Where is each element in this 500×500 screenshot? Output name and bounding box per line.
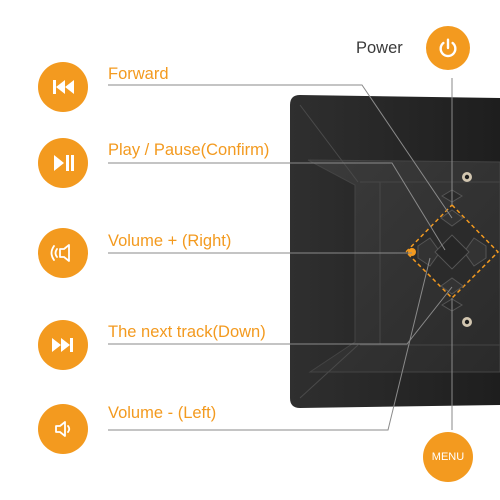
play-pause-label: Play / Pause(Confirm) [108,141,270,159]
menu-badge: MENU [423,432,473,482]
rewind-icon [38,62,88,112]
next-track-label: The next track(Down) [108,323,266,341]
forward-label: Forward [108,65,169,83]
speaker-loud-icon [38,228,88,278]
leader-dot-volume-up [408,248,416,256]
power-label: Power [356,39,403,57]
play-pause-icon [38,138,88,188]
leader-lines [108,78,453,431]
volume-up-label: Volume + (Right) [108,232,232,250]
menu-label: MENU [431,451,465,463]
center-confirm-button [434,234,470,270]
speaker-icon [38,404,88,454]
volume-down-label: Volume - (Left) [108,404,217,422]
fast-forward-icon [38,320,88,370]
power-icon [426,26,470,70]
